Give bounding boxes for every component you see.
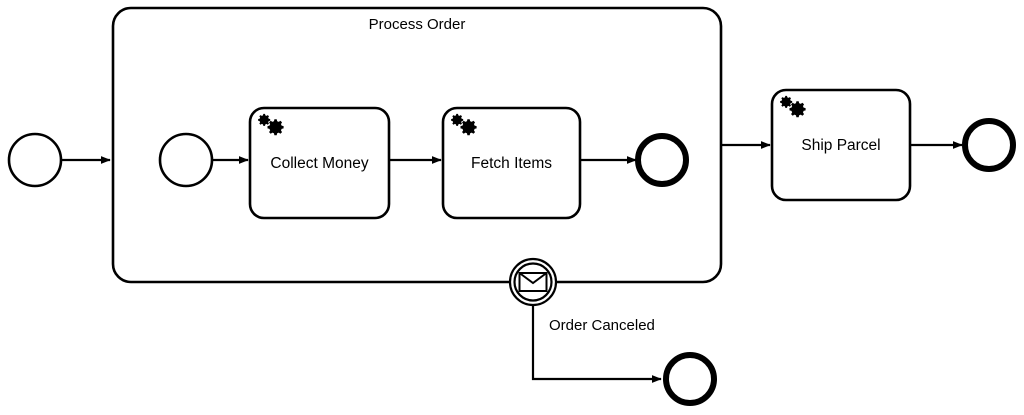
task-fetch-items[interactable]: Fetch Items	[441, 106, 582, 220]
canceled-end-event-circle[interactable]	[663, 352, 717, 406]
flow-boundary-to-canceled	[531, 305, 662, 383]
boundary-event-label: Order Canceled	[549, 317, 655, 334]
inner-start-event-circle[interactable]	[158, 132, 214, 188]
inner-start-event[interactable]	[158, 132, 214, 188]
boundary-message-event[interactable]	[508, 257, 558, 307]
task-collect-money-box[interactable]	[248, 106, 391, 220]
inner-end-event-circle[interactable]	[635, 133, 689, 187]
task-fetch-items-box[interactable]	[441, 106, 582, 220]
boundary-event-inner-circle	[513, 262, 553, 302]
task-collect-money[interactable]: Collect Money	[248, 106, 391, 220]
envelope-icon	[518, 272, 548, 292]
outer-end-event[interactable]	[962, 118, 1016, 172]
task-ship-parcel-label: Ship Parcel	[801, 137, 880, 154]
inner-end-event[interactable]	[635, 133, 689, 187]
task-collect-money-label: Collect Money	[270, 155, 368, 172]
start-event-circle[interactable]	[7, 132, 63, 188]
outer-start-event[interactable]	[7, 132, 63, 188]
subprocess-title: Process Order	[369, 16, 466, 33]
canceled-end-event[interactable]	[663, 352, 717, 406]
outer-end-event-circle[interactable]	[962, 118, 1016, 172]
task-fetch-items-label: Fetch Items	[471, 155, 552, 172]
task-ship-parcel[interactable]: Ship Parcel	[770, 88, 912, 202]
